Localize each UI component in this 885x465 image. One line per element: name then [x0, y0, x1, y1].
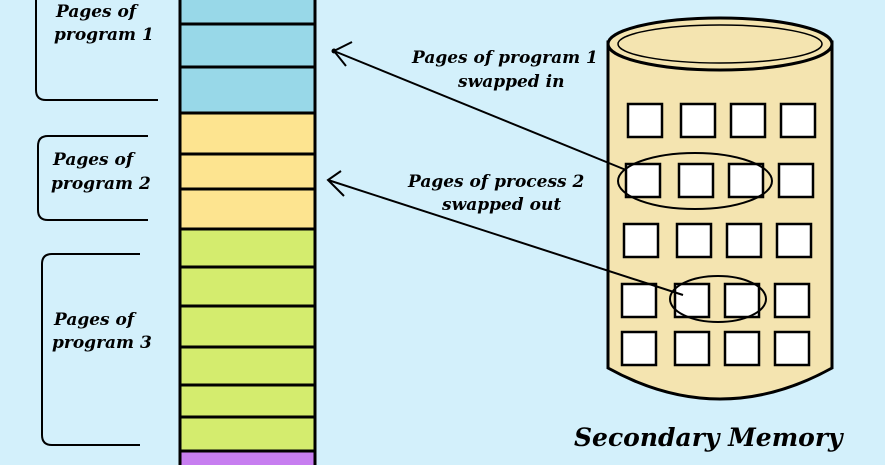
disk-block	[725, 222, 763, 259]
disk-block	[626, 102, 664, 139]
cylinder-top	[606, 16, 834, 72]
swapped-in-label-line2: swapped in	[457, 72, 564, 92]
page-frame-2	[181, 24, 314, 67]
page-frame-6	[181, 189, 314, 229]
brace-program-2	[37, 135, 148, 221]
program-1-label-line2: program 1	[54, 25, 154, 45]
page-frame-12	[181, 417, 314, 452]
program-2-label-line2: program 2	[51, 174, 151, 194]
disk-block	[620, 330, 658, 367]
disk-block	[624, 162, 662, 199]
disk-block	[675, 222, 713, 259]
disk-block	[775, 222, 813, 259]
swap-in-arrow	[333, 50, 627, 171]
page-frame-9	[181, 307, 314, 347]
page-frame-11	[181, 385, 314, 417]
disk-block	[622, 222, 660, 259]
swapped-in-label-line1: Pages of program 1	[411, 48, 598, 68]
page-frame-10	[181, 347, 314, 385]
disk-block	[773, 330, 811, 367]
disk-block	[679, 102, 717, 139]
page-frame-8	[181, 267, 314, 307]
disk-blocks	[620, 102, 817, 367]
swapped-out-label-line2: swapped out	[441, 195, 561, 215]
disk-block	[729, 102, 767, 139]
brace-program-3	[41, 253, 140, 446]
cylinder-top-rim	[617, 24, 823, 64]
disk-block	[723, 282, 761, 319]
brace-group	[35, 0, 158, 446]
swap-out-arrow	[327, 179, 684, 296]
program-2-label-line1: Pages of	[52, 150, 136, 170]
disk-block	[677, 162, 715, 199]
disk-block	[779, 102, 817, 139]
program-3-label-line2: program 3	[52, 333, 152, 353]
swapped-out-highlight	[669, 275, 767, 323]
page-frame-3	[181, 67, 314, 114]
main-memory-column	[178, 0, 317, 465]
swapped-in-highlight	[617, 152, 773, 210]
program-3-label-line1: Pages of	[53, 310, 137, 330]
disk-block	[673, 330, 711, 367]
disk-block	[727, 162, 765, 199]
page-frame-4	[181, 114, 314, 154]
disk-block	[620, 282, 658, 319]
swap-in-endpoint	[331, 48, 337, 54]
disk-block	[773, 282, 811, 319]
page-frame-13	[181, 452, 314, 465]
frame-dividers	[178, 0, 317, 465]
program-1-label-line1: Pages of	[55, 2, 139, 22]
disk-block	[723, 330, 761, 367]
swap-out-arrowhead	[326, 170, 345, 197]
page-frame-7	[181, 229, 314, 267]
page-frame-1	[181, 0, 314, 24]
page-frame-5	[181, 154, 314, 189]
disk-block	[673, 282, 711, 319]
secondary-memory-cylinder	[606, 16, 834, 401]
disk-block	[777, 162, 815, 199]
secondary-memory-title: Secondary Memory	[574, 423, 844, 452]
swapped-out-label-line1: Pages of process 2	[407, 172, 585, 192]
brace-program-1	[35, 0, 158, 101]
